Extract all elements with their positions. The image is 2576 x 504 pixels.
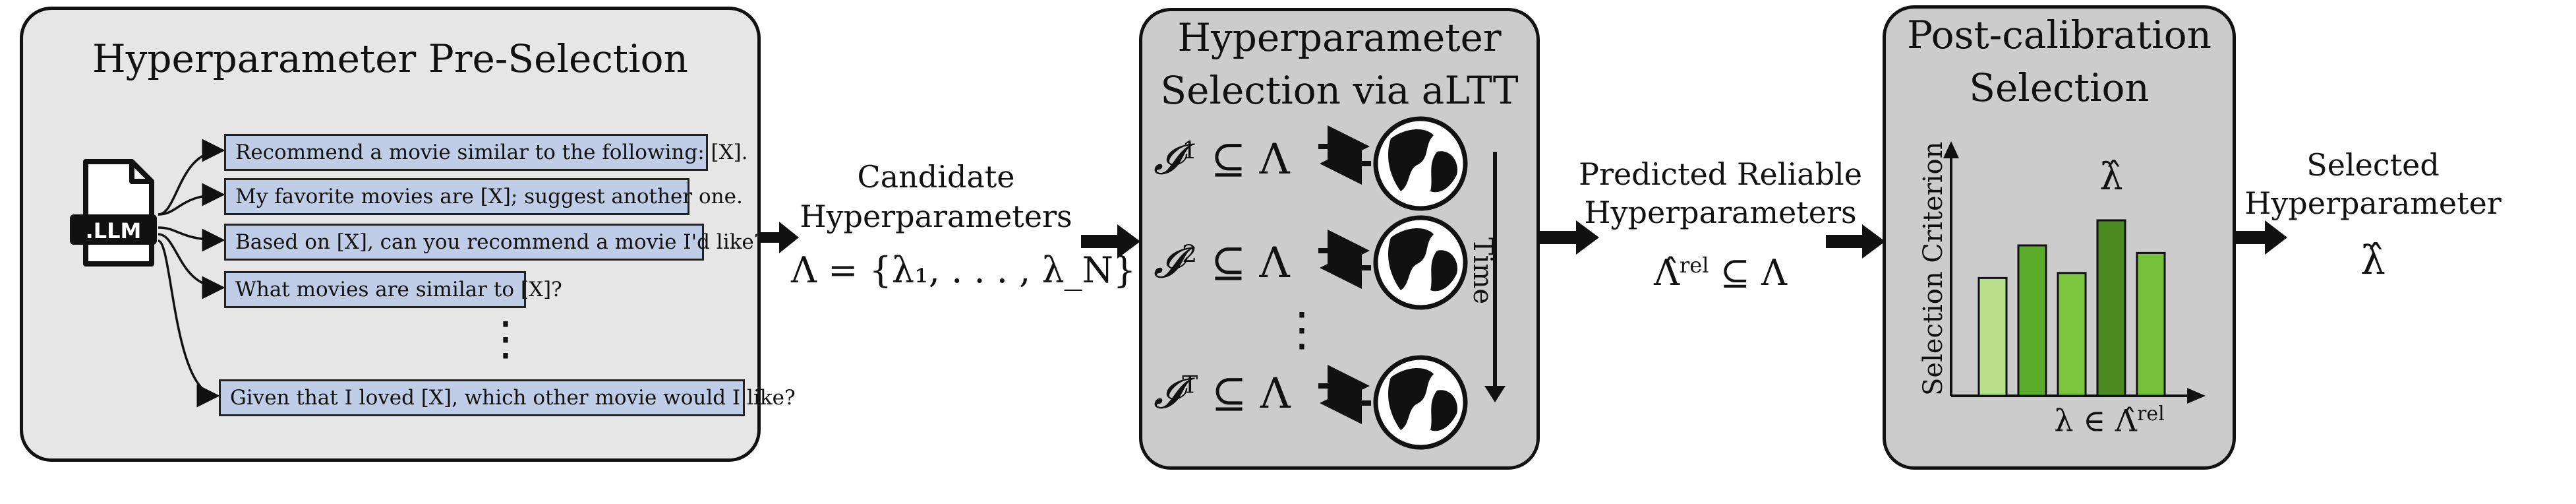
selected-label-line1: Selected <box>2306 147 2440 183</box>
altt-title-line2: Selection via aLTT <box>1160 68 1519 113</box>
altt-row-3-label: 𝓘T ⊆ Λ <box>1154 369 1291 418</box>
connector-4 <box>158 233 225 299</box>
postcal-title-line1: Post-calibration <box>1907 13 2211 57</box>
chart-bar-5 <box>2136 251 2166 397</box>
preselection-title: Hyperparameter Pre-Selection <box>92 36 688 81</box>
arrow-5 <box>2233 220 2287 255</box>
candidates-label-line1: Candidate <box>857 159 1015 195</box>
chart-bar-1 <box>1977 276 2008 397</box>
llm-file-icon <box>70 159 157 267</box>
postcal-title-line2: Selection <box>1969 65 2150 110</box>
llm-file-label: .LLM <box>85 218 142 243</box>
reliable-label-line2: Hyperparameters <box>1584 195 1857 230</box>
connector-3 <box>158 226 225 252</box>
chart-bar-2 <box>2017 244 2047 397</box>
connector-2 <box>158 183 225 216</box>
selected-bar-mark: λ̂ <box>2099 156 2123 199</box>
chart-bar-3 <box>2057 272 2087 397</box>
connector-5 <box>158 239 220 408</box>
arrow-1 <box>759 222 799 253</box>
globe-icon-3 <box>1373 355 1468 450</box>
globe-icon-2 <box>1373 215 1468 310</box>
chart-ylabel: Selection Criterion <box>1918 141 1948 396</box>
chart-bar-4 <box>2096 219 2126 397</box>
candidates-label-line2: Hyperparameters <box>800 199 1072 234</box>
arrow-2 <box>1081 224 1140 259</box>
arrow-4 <box>1826 224 1885 259</box>
connector-1 <box>158 139 225 216</box>
prompt-4: What movies are similar to [X]? <box>224 271 562 308</box>
altt-title-line1: Hyperparameter <box>1177 15 1502 60</box>
prompt-5: Given that I loved [X], which other movi… <box>219 379 796 416</box>
selection-bar-chart <box>1943 141 2206 404</box>
candidates-math: Λ = {λ₁, . . . , λ_N} <box>791 249 1136 291</box>
globe-icon-1 <box>1373 116 1468 211</box>
arrow-3 <box>1540 220 1599 255</box>
chart-xlabel: λ ∈ Λ̂rel <box>2054 402 2165 439</box>
reliable-math: Λ̂rel ⊆ Λ <box>1653 252 1788 294</box>
altt-row-1-label: 𝓘1 ⊆ Λ <box>1154 135 1290 184</box>
prompt-2: My favorite movies are [X]; suggest anot… <box>224 178 743 215</box>
prompt-1: Recommend a movie similar to the followi… <box>224 134 748 171</box>
time-label: Time <box>1467 237 1498 305</box>
altt-row-2-label: 𝓘2 ⊆ Λ <box>1154 239 1290 288</box>
selected-label-line2: Hyperparameter <box>2244 185 2502 221</box>
reliable-label-line1: Predicted Reliable <box>1579 156 1862 192</box>
selected-math: λ̂ <box>2360 237 2386 284</box>
prompt-3: Based on [X], can you recommend a movie … <box>224 224 765 261</box>
